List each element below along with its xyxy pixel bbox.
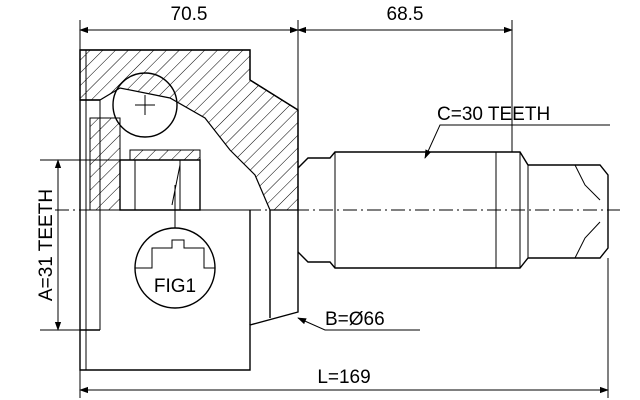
dim-label-a-teeth: A=31 TEETH [36,189,57,301]
dim-label-overall: L=169 [317,367,370,388]
fig1-label: FIG1 [154,276,196,297]
dim-label-68-5: 68.5 [387,4,424,25]
dim-label-70-5: 70.5 [171,4,208,25]
hatched-section [79,49,299,211]
dim-label-b-diameter: B=Ø66 [325,309,385,330]
dim-label-c-teeth: C=30 TEETH [437,104,550,125]
fig1-callout: FIG1 [134,185,216,309]
output-shaft [297,151,609,269]
dimension-lines [40,20,610,398]
